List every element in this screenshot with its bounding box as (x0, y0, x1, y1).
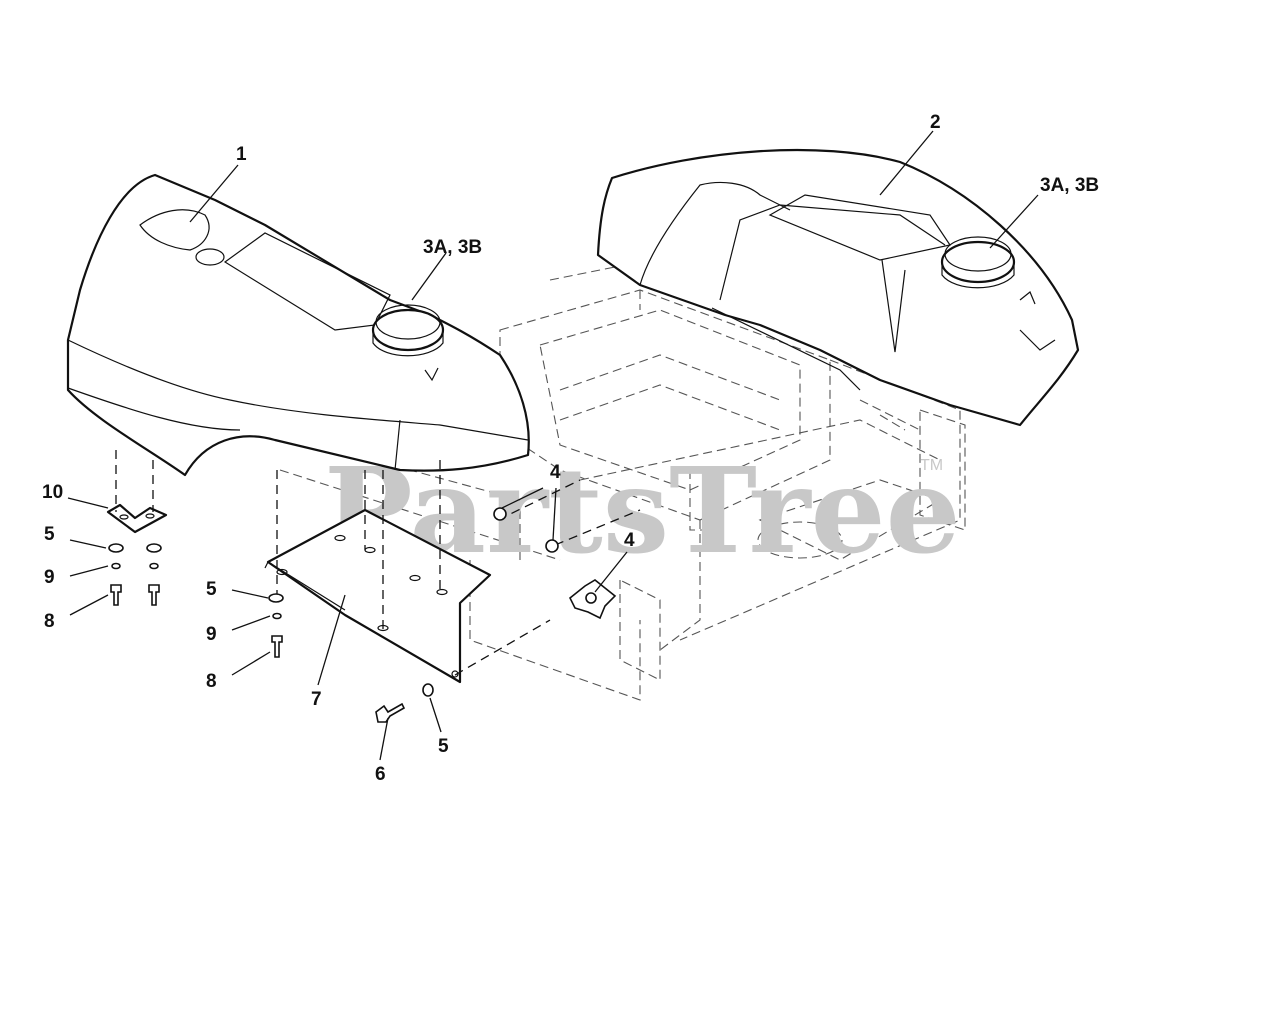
bolt-icon (110, 584, 122, 606)
callout-8-b: 8 (206, 671, 217, 692)
lock-washer-icon (272, 612, 282, 620)
hardware-center-stack (268, 593, 284, 658)
callout-9-a: 9 (44, 567, 55, 588)
callout-5-b: 5 (206, 579, 217, 600)
lock-washer-icon (149, 562, 159, 570)
callout-3a-3b-right: 3A, 3B (1040, 175, 1099, 196)
callout-labels: 1 2 3A, 3B 3A, 3B 4 4 10 5 9 8 5 9 8 7 6… (42, 112, 1099, 785)
bracket-part-10[interactable] (106, 503, 168, 534)
mounting-plate-part-7[interactable] (264, 508, 492, 684)
washer-icon (422, 683, 434, 697)
callout-4-upper: 4 (550, 462, 561, 483)
callout-9-b: 9 (206, 624, 217, 645)
assembly-lines (115, 450, 641, 676)
hardware-left-stack (108, 543, 162, 606)
bolt-icon (271, 635, 283, 658)
right-fender-part-2[interactable] (596, 148, 1080, 427)
callout-7: 7 (311, 689, 322, 710)
washer-icon (108, 543, 124, 553)
leader-lines (67, 130, 1039, 761)
hardware-front (375, 683, 434, 723)
washer-icon (146, 543, 162, 553)
callout-4-lower: 4 (624, 530, 635, 551)
lock-washer-icon (111, 562, 121, 570)
callout-6: 6 (375, 764, 386, 785)
bolt-icon (148, 584, 160, 606)
nuts-part-4 (493, 507, 617, 620)
watermark-trademark: TM (920, 457, 943, 474)
callout-5-c: 5 (438, 736, 449, 757)
nut-icon (493, 507, 507, 521)
callout-1: 1 (236, 144, 247, 165)
nut-icon (545, 539, 559, 553)
callout-8-a: 8 (44, 611, 55, 632)
callout-3a-3b-left: 3A, 3B (423, 237, 482, 258)
nut-icon (585, 592, 597, 604)
callout-2: 2 (930, 112, 941, 133)
mower-frame (279, 249, 966, 701)
callout-10: 10 (42, 482, 63, 503)
washer-icon (268, 593, 284, 603)
callout-5-a: 5 (44, 524, 55, 545)
left-fender-part-1[interactable] (66, 173, 530, 477)
bolt-icon (375, 702, 406, 723)
